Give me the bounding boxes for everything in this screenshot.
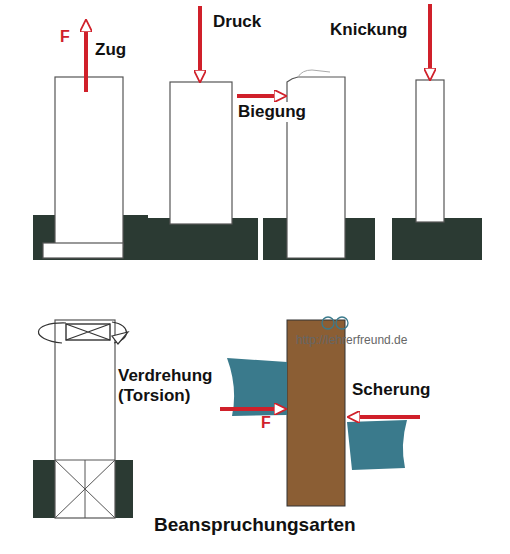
rotation-arrow [38,322,126,343]
force-arrow [428,4,432,78]
diagram-title: Beanspruchungsarten [154,514,356,536]
buckling-pillar [416,80,444,222]
load-type-label: Verdrehung (Torsion) [118,366,238,405]
force-arrow [84,22,88,92]
watermark: http://lehrerfreund.de [296,334,407,348]
torsion-cap [66,324,110,340]
watermark-logo [322,317,348,329]
load-type-label: Druck [213,12,261,32]
force-arrow [198,6,202,80]
load-type-label: Biegung [236,102,308,122]
rotation-head [112,332,128,344]
cross-marks [55,460,115,518]
compression-pillar [170,82,232,224]
shear-block [347,420,407,470]
torsion-pillar [55,320,115,518]
cross-marks [66,324,110,340]
pillar-foot [43,243,123,258]
load-type-label: Knickung [330,20,407,40]
force-label: F [261,414,271,432]
shear-bar [287,320,345,506]
force-label: F [60,28,70,46]
tension-pillar [55,77,123,247]
base-block [392,218,482,260]
load-type-label: Zug [95,40,126,60]
bent-outline [298,70,330,77]
force-arrow [220,407,284,411]
force-arrow [350,415,420,419]
load-type-label: Scherung [352,380,430,400]
force-arrow [237,94,284,98]
